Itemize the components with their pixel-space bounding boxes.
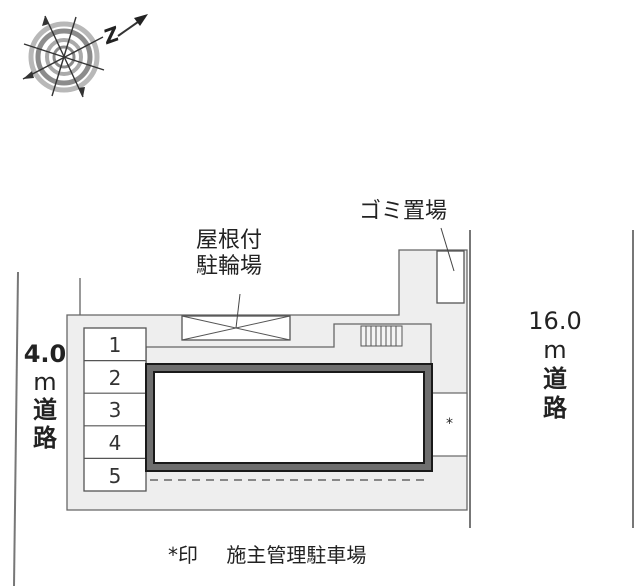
left-road-outer-edge: [13, 271, 19, 586]
right-road-width: 16.0: [528, 307, 582, 335]
bicycle-parking-label-line1: 屋根付: [196, 228, 263, 253]
right-road-label-line2: 路: [543, 394, 567, 422]
left-road-label: 4.0 m 道 路: [20, 340, 70, 452]
garbage-area: [436, 250, 465, 304]
legend: *印 施主管理駐車場: [168, 545, 366, 565]
parking-stall-1: 1: [109, 333, 122, 357]
right-road-unit: m: [543, 336, 567, 364]
bicycle-shelter-leader: [235, 293, 241, 329]
stairs-icon: [360, 325, 403, 347]
garbage-leader: [440, 227, 455, 272]
bicycle-parking-label: 屋根付 駐輪場: [196, 228, 262, 280]
parking-stalls: [83, 327, 147, 492]
managed-parking-space: [431, 392, 468, 457]
left-road-width: 4.0: [23, 340, 67, 368]
parking-stall-4: 4: [109, 431, 122, 455]
legend-text: 施主管理駐車場: [226, 543, 367, 567]
parking-stall-5: 5: [109, 464, 122, 488]
managed-space-marker: *: [446, 416, 453, 432]
right-road-label-line1: 道: [543, 365, 567, 393]
parking-stall-3: 3: [109, 398, 122, 422]
building: [145, 363, 433, 472]
bicycle-parking-label-line2: 駐輪場: [196, 254, 263, 279]
parking-stall-2: 2: [109, 366, 122, 390]
compass-rose-icon: [22, 14, 148, 98]
legend-marker: *印: [168, 543, 198, 567]
right-road-label: 16.0 m 道 路: [524, 307, 586, 423]
left-road-label-line2: 路: [33, 424, 57, 452]
garbage-label: ゴミ置場: [359, 199, 448, 224]
left-road-label-line1: 道: [33, 396, 57, 424]
left-road-unit: m: [33, 368, 57, 396]
